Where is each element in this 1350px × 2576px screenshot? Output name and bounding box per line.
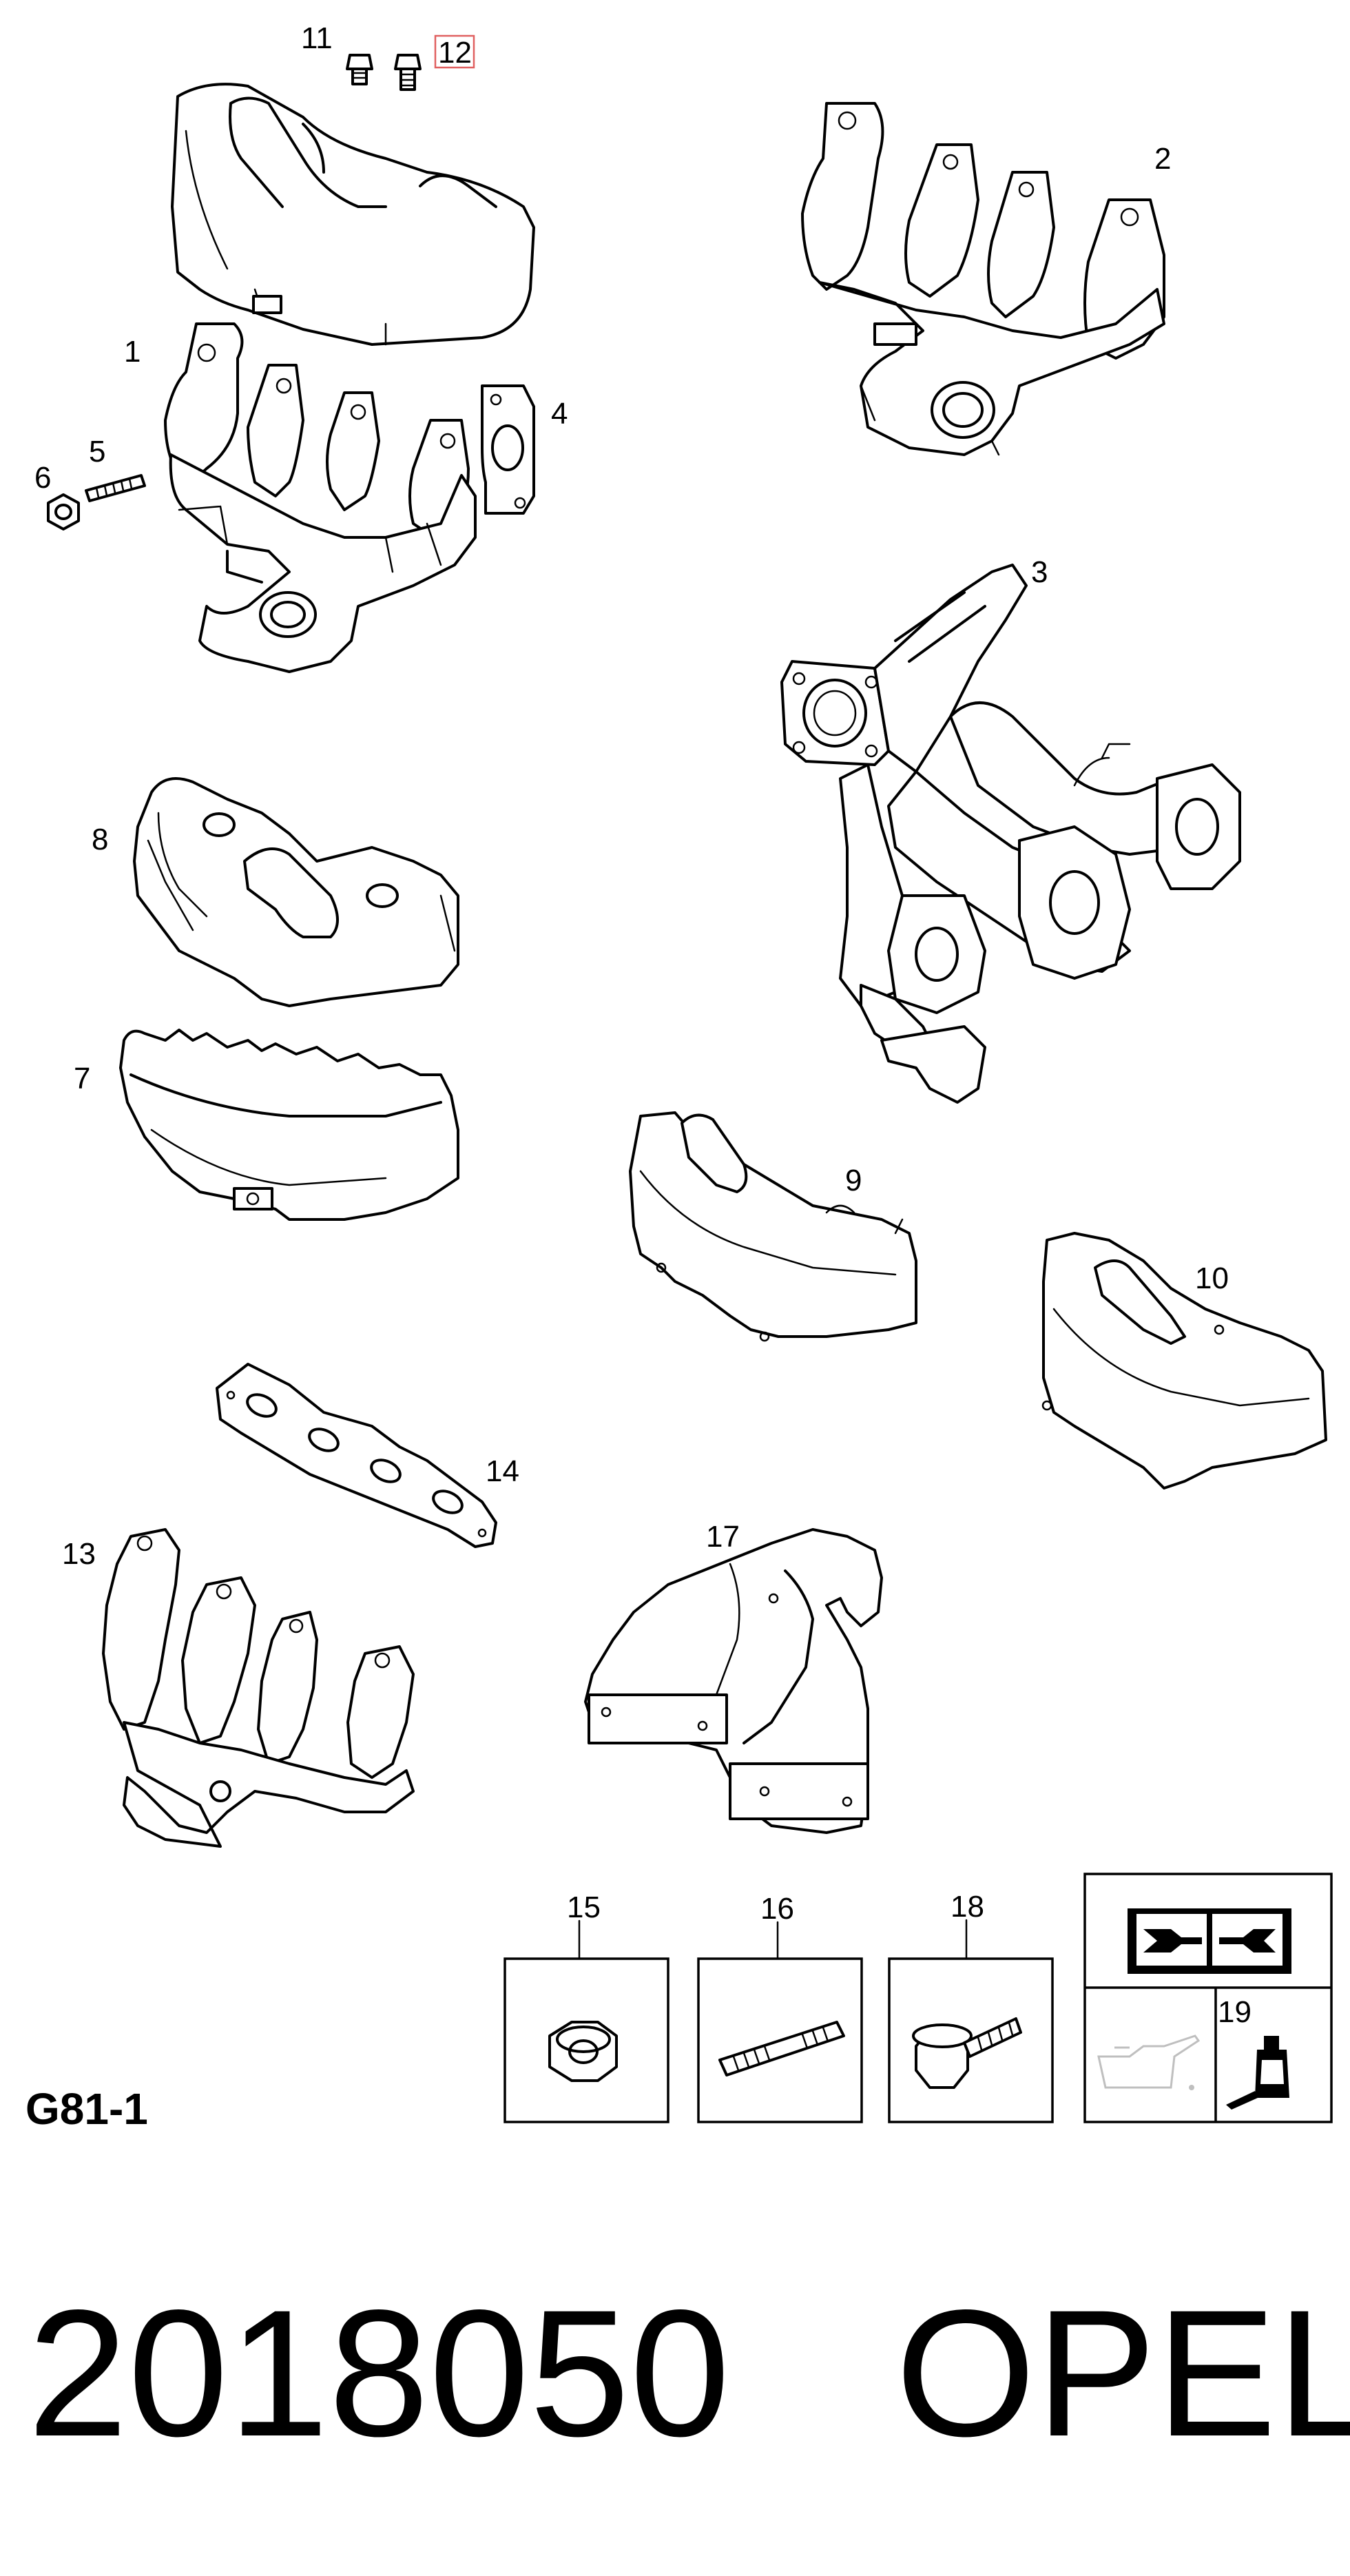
part-3-intake-manifold[interactable] [780, 564, 1241, 1104]
part-19-sealant-bottle[interactable] [1226, 2036, 1289, 2110]
callout-5: 5 [89, 435, 105, 468]
callout-12: 12 [438, 36, 472, 70]
callout-11: 11 [301, 21, 333, 55]
part-13-exhaust-manifold[interactable] [102, 1528, 415, 1848]
callout-16: 16 [760, 1892, 794, 1926]
callout-10: 10 [1195, 1261, 1229, 1295]
part-number: 2018050 [28, 2272, 730, 2474]
part-5-stud[interactable] [85, 474, 146, 502]
sheet-code: G81-1 [25, 2084, 148, 2134]
part-1-heat-shield-top[interactable] [171, 83, 535, 346]
part-15-box[interactable] [503, 1957, 669, 2123]
callout-18: 18 [951, 1890, 984, 1924]
callout-12-highlight [434, 34, 475, 69]
callout-leaders [578, 1919, 968, 1960]
part-11-bolt[interactable] [346, 54, 373, 85]
callout-15: 15 [567, 1890, 601, 1924]
part-8-heat-shield[interactable] [133, 777, 459, 1007]
brand-name: OPEL [895, 2272, 1350, 2474]
repair-manual-icon [1128, 1908, 1291, 1974]
part-4-gasket[interactable] [481, 384, 535, 515]
callout-14: 14 [486, 1454, 519, 1488]
part-7-heat-shield[interactable] [119, 1029, 459, 1221]
callout-9: 9 [845, 1164, 862, 1197]
part-10-heat-shield[interactable] [1041, 1232, 1327, 1490]
callout-19: 19 [1218, 1995, 1252, 2029]
callout-1: 1 [124, 335, 141, 369]
callout-7: 7 [74, 1062, 90, 1095]
part-18-bolt-box[interactable] [888, 1957, 1054, 2123]
part-9-heat-shield[interactable] [629, 1111, 917, 1342]
part-17-heat-shield[interactable] [584, 1528, 883, 1834]
callout-8: 8 [92, 823, 108, 856]
callout-3: 3 [1031, 555, 1048, 589]
callout-17: 17 [706, 1520, 740, 1554]
callout-6: 6 [34, 461, 51, 495]
part-14-gasket[interactable] [216, 1363, 497, 1548]
part-1-exhaust-manifold[interactable] [164, 322, 477, 673]
oil-can-icon [1097, 2034, 1201, 2090]
callout-4: 4 [551, 397, 568, 431]
part-16-stud-box[interactable] [697, 1957, 863, 2123]
callout-13: 13 [62, 1537, 96, 1571]
part-2-exhaust-manifold[interactable] [801, 102, 1165, 456]
callout-2: 2 [1154, 142, 1171, 176]
part-12-bolt[interactable] [394, 54, 422, 91]
part-6-nut[interactable] [47, 493, 80, 530]
